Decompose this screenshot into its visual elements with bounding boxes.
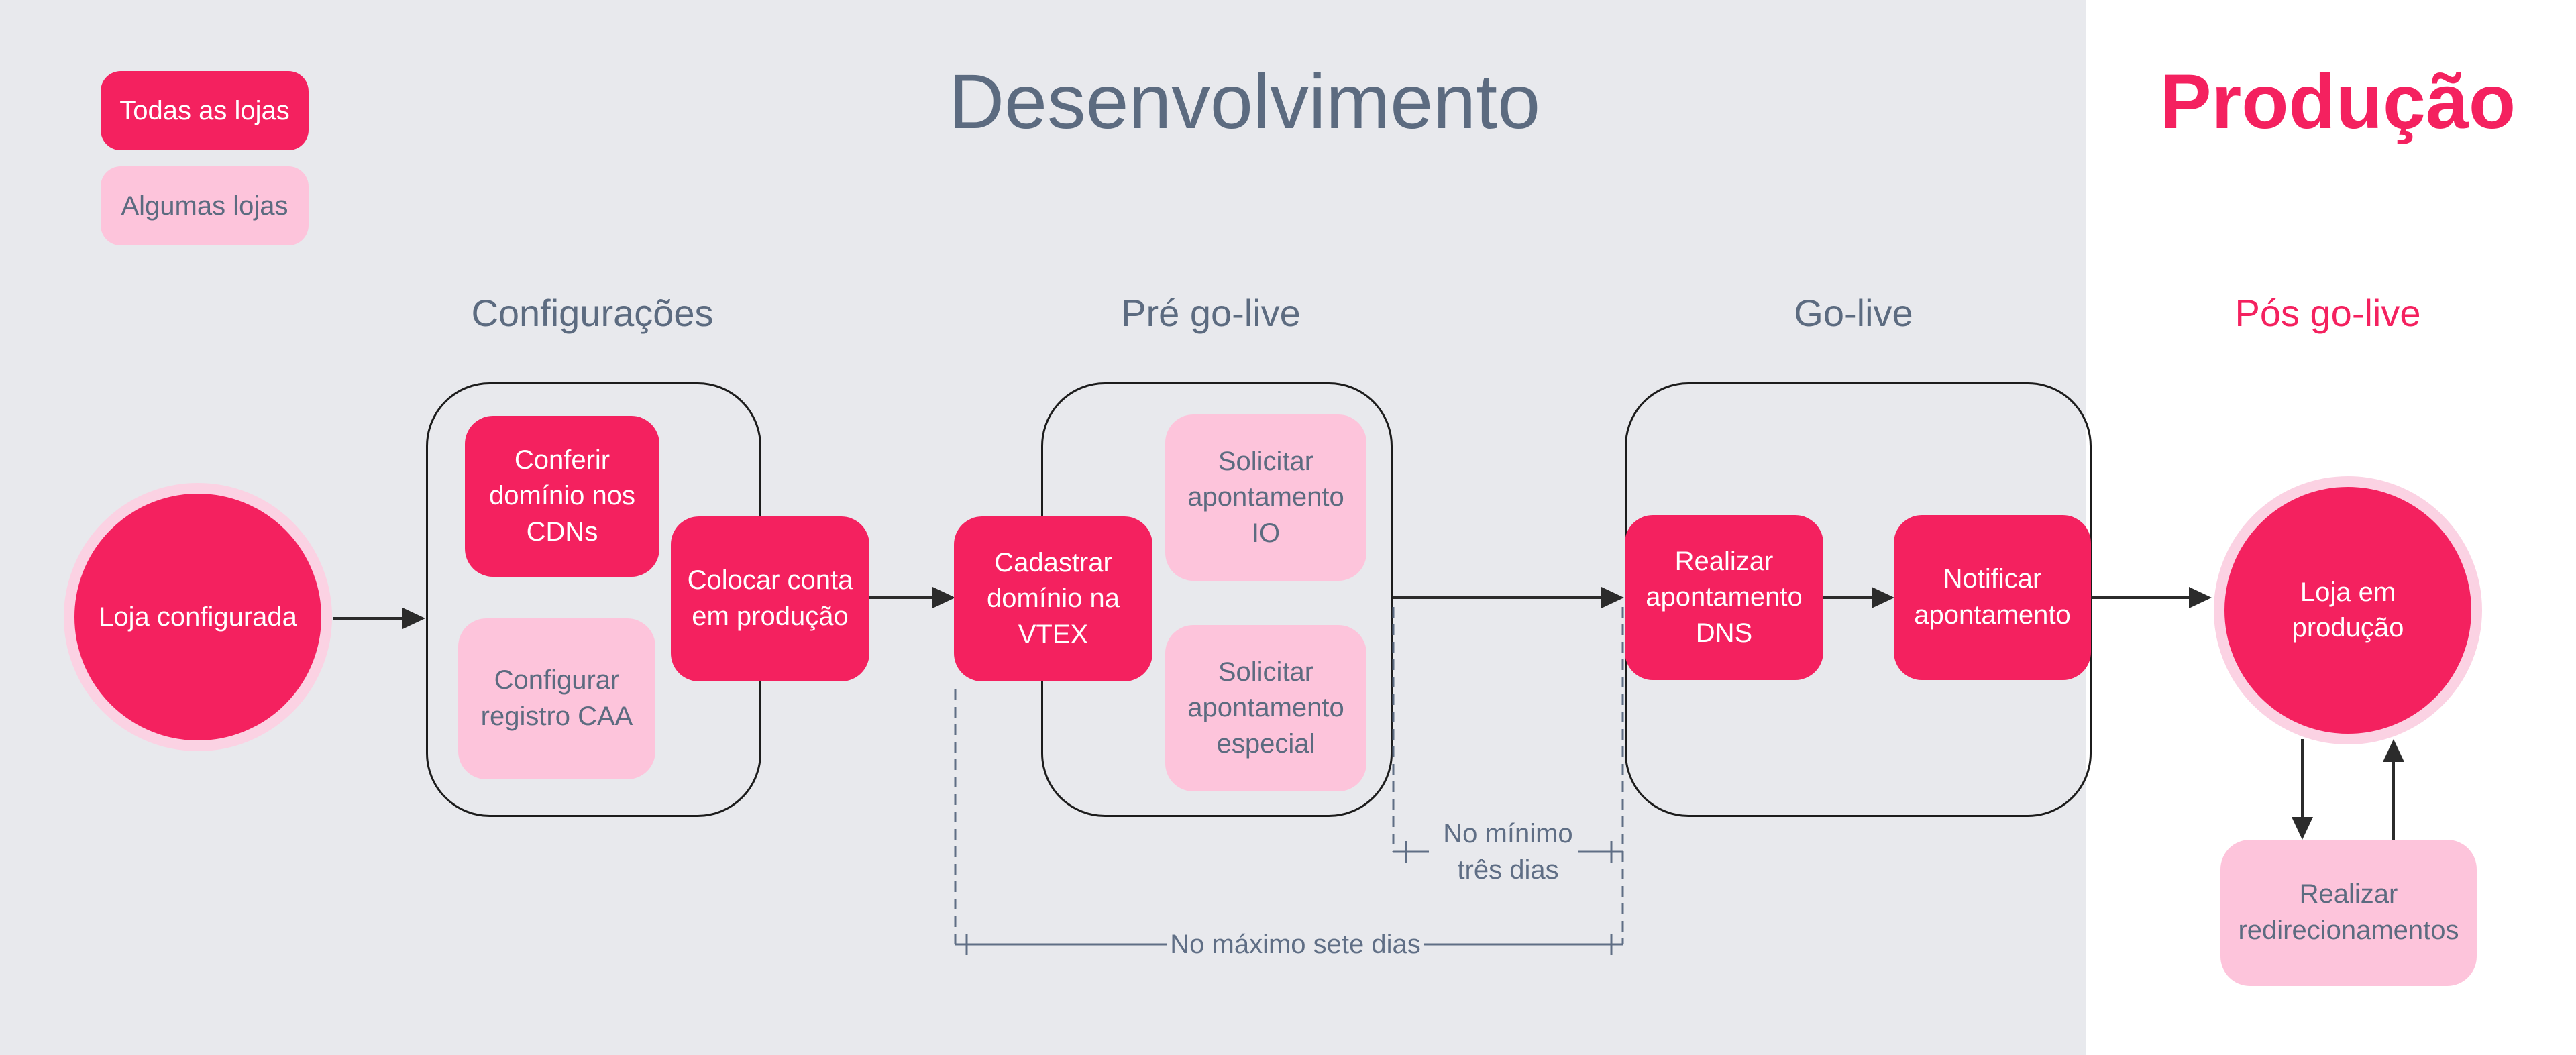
phase-label-pos-golive: Pós go-live bbox=[2235, 292, 2421, 334]
node-do-dns-pointing: Realizar apontamento DNS bbox=[1625, 515, 1823, 680]
arrowhead-up-icon bbox=[2383, 739, 2404, 762]
node-put-account-production: Colocar conta em produção bbox=[671, 516, 869, 681]
node-notify-pointing-label: Notificar apontamento bbox=[1914, 564, 2071, 630]
node-store-configured-label: Loja configurada bbox=[99, 602, 297, 632]
node-register-domain-vtex: Cadastrar domínio na VTEX bbox=[954, 516, 1152, 681]
legend-all-stores: Todas as lojas bbox=[101, 71, 309, 150]
phase-label-configuracoes: Configurações bbox=[471, 292, 714, 334]
node-do-redirects-label: Realizar redirecionamentos bbox=[2238, 879, 2459, 945]
node-store-in-production-label: Loja em produção bbox=[2292, 577, 2404, 643]
arrowhead-right-icon bbox=[2189, 587, 2212, 608]
node-check-domain-cdns-label: Conferir domínio nos CDNs bbox=[489, 445, 635, 547]
node-request-io-pointing-label: Solicitar apontamento IO bbox=[1187, 446, 1344, 548]
node-configure-caa-label: Configurar registro CAA bbox=[480, 665, 633, 731]
node-store-configured: Loja configurada bbox=[64, 483, 332, 751]
node-store-in-production: Loja em produção bbox=[2214, 476, 2482, 744]
arrowheads bbox=[402, 587, 2404, 840]
node-request-io-pointing: Solicitar apontamento IO bbox=[1165, 414, 1366, 581]
measurement-lines bbox=[955, 841, 1623, 955]
dashed-guides bbox=[954, 607, 1624, 944]
title-development: Desenvolvimento bbox=[948, 59, 1541, 145]
annotation-minimum-three-days: No mínimo três dias bbox=[1443, 819, 1573, 885]
phase-label-golive: Go-live bbox=[1794, 292, 1913, 334]
node-check-domain-cdns: Conferir domínio nos CDNs bbox=[465, 416, 659, 577]
title-production: Produção bbox=[2159, 59, 2516, 145]
legend-some-stores: Algumas lojas bbox=[101, 166, 309, 245]
node-do-dns-pointing-label: Realizar apontamento DNS bbox=[1646, 546, 1803, 648]
node-put-account-production-label: Colocar conta em produção bbox=[687, 565, 853, 631]
arrowhead-right-icon bbox=[932, 587, 955, 608]
phase-label-pre-golive: Pré go-live bbox=[1121, 292, 1301, 334]
node-request-special-pointing: Solicitar apontamento especial bbox=[1165, 625, 1366, 791]
arrowhead-right-icon bbox=[402, 608, 425, 629]
annotation-maximum-seven-days: No máximo sete dias bbox=[1170, 930, 1421, 959]
node-notify-pointing: Notificar apontamento bbox=[1894, 515, 2091, 680]
node-configure-caa: Configurar registro CAA bbox=[458, 618, 655, 779]
arrowhead-right-icon bbox=[1601, 587, 1624, 608]
arrowhead-down-icon bbox=[2292, 817, 2313, 840]
arrowhead-right-icon bbox=[1872, 587, 1894, 608]
legend-some-stores-label: Algumas lojas bbox=[121, 190, 288, 221]
legend-all-stores-label: Todas as lojas bbox=[119, 95, 290, 125]
node-do-redirects: Realizar redirecionamentos bbox=[2220, 840, 2477, 986]
solid-connectors bbox=[333, 596, 2395, 840]
node-register-domain-vtex-label: Cadastrar domínio na VTEX bbox=[987, 547, 1120, 649]
node-request-special-pointing-label: Solicitar apontamento especial bbox=[1187, 657, 1344, 759]
